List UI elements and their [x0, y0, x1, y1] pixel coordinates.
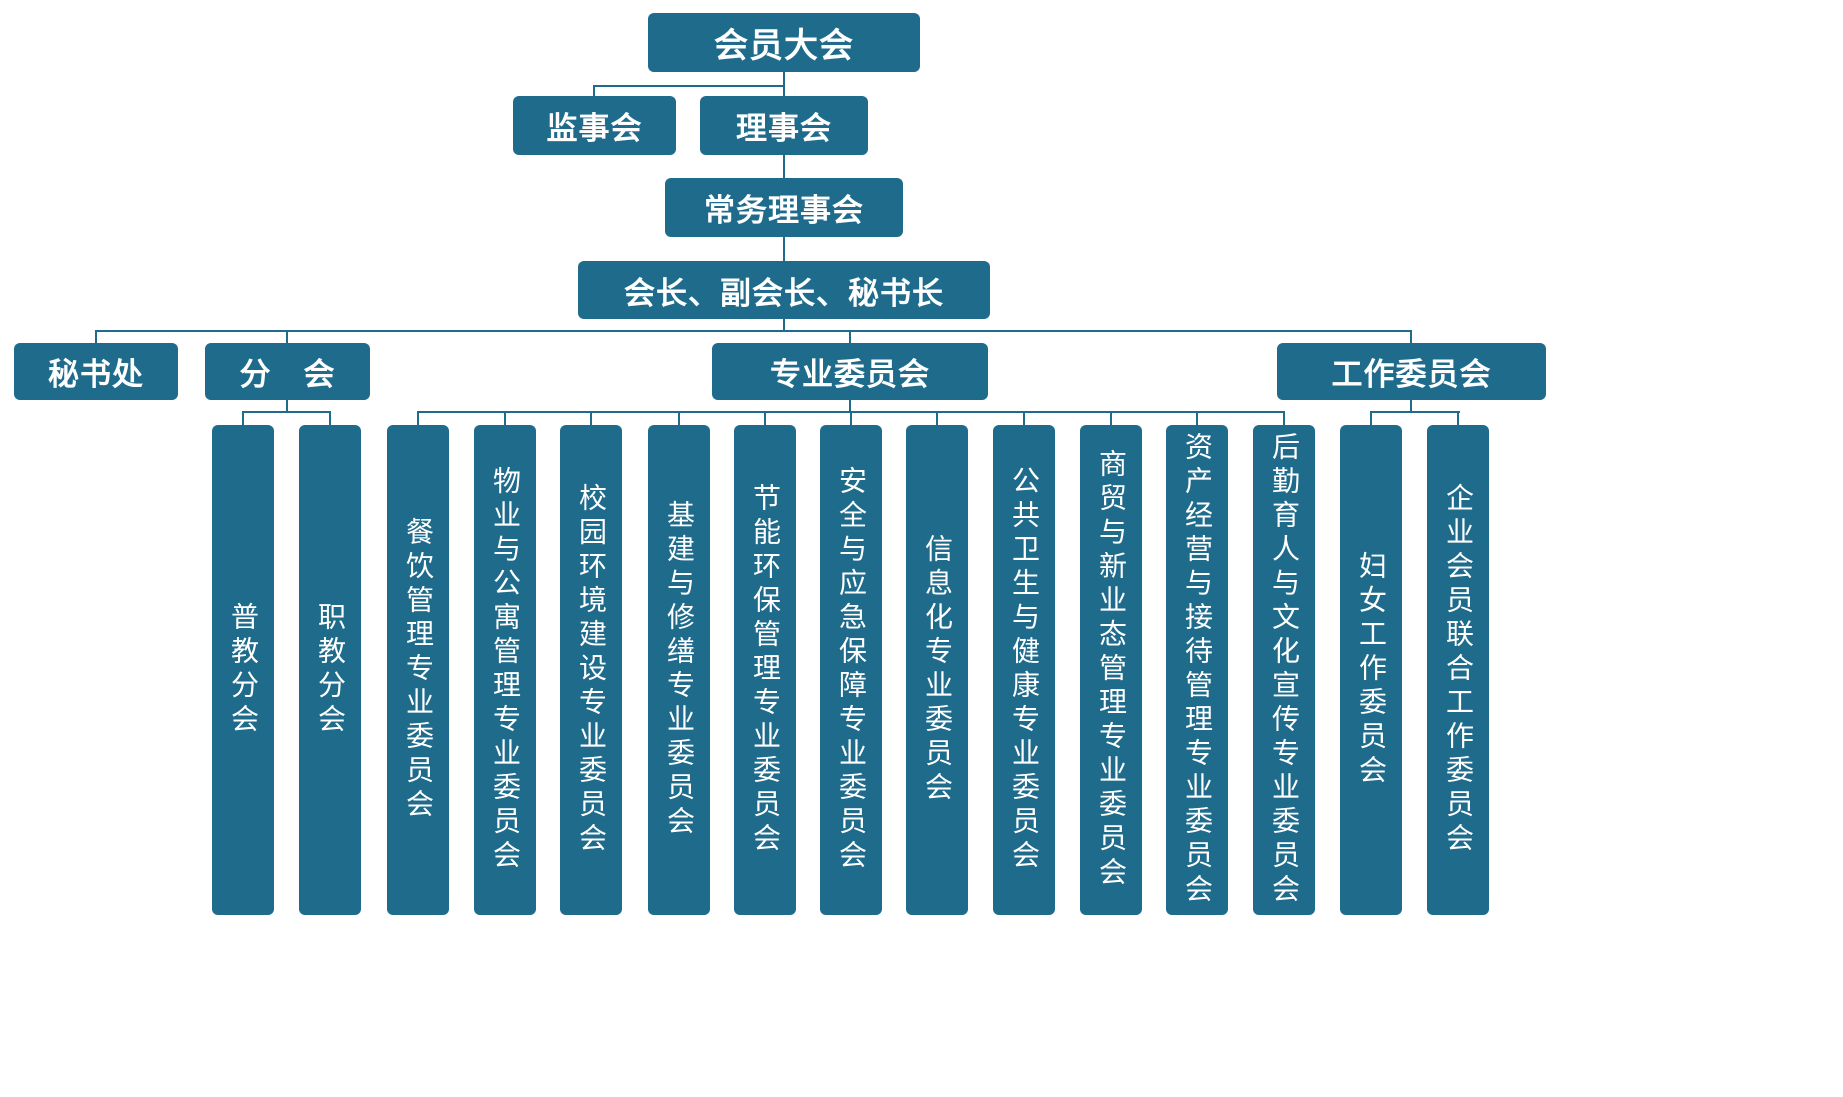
- column-professional-11-label: 后勤育人与文化宣传专业委员会: [1269, 432, 1300, 908]
- column-professional-1-label: 餐饮管理专业委员会: [403, 517, 434, 823]
- connector-branches-horizontal: [242, 411, 331, 413]
- column-branch-1-label: 普教分会: [228, 602, 259, 738]
- column-branch-2-label: 职教分会: [315, 602, 346, 738]
- node-council: 理事会: [700, 96, 868, 155]
- connector-leadership-down: [783, 319, 785, 331]
- column-professional-4-label: 基建与修缮专业委员会: [664, 500, 695, 840]
- column-working-2: 企业会员联合工作委员会: [1427, 425, 1489, 915]
- connector-prof-col6-drop: [850, 411, 852, 425]
- column-professional-7: 信息化专业委员会: [906, 425, 968, 915]
- connector-professional-drop: [849, 330, 851, 343]
- connector-professional-down: [849, 400, 851, 412]
- connector-working-col2-drop: [1457, 411, 1459, 425]
- column-professional-2-label: 物业与公寓管理专业委员会: [490, 466, 521, 874]
- column-professional-10: 资产经营与接待管理专业委员会: [1166, 425, 1228, 915]
- column-professional-9: 商贸与新业态管理专业委员会: [1080, 425, 1142, 915]
- connector-prof-col8-drop: [1023, 411, 1025, 425]
- column-professional-6: 安全与应急保障专业委员会: [820, 425, 882, 915]
- column-branch-2: 职教分会: [299, 425, 361, 915]
- connector-prof-col10-drop: [1196, 411, 1198, 425]
- connector-branches-drop: [286, 330, 288, 343]
- column-professional-3: 校园环境建设专业委员会: [560, 425, 622, 915]
- connector-prof-col3-drop: [590, 411, 592, 425]
- node-supervisory-board: 监事会: [513, 96, 676, 155]
- connector-prof-col9-drop: [1110, 411, 1112, 425]
- connector-prof-col2-drop: [504, 411, 506, 425]
- column-professional-9-label: 商贸与新业态管理专业委员会: [1096, 449, 1127, 891]
- column-working-2-label: 企业会员联合工作委员会: [1443, 483, 1474, 857]
- node-secretariat: 秘书处: [14, 343, 178, 400]
- column-working-1: 妇女工作委员会: [1340, 425, 1402, 915]
- connector-prof-col4-drop: [678, 411, 680, 425]
- column-professional-2: 物业与公寓管理专业委员会: [474, 425, 536, 915]
- connector-main-horizontal: [95, 330, 1412, 332]
- connector-working-horizontal: [1370, 411, 1460, 413]
- node-general-assembly: 会员大会: [648, 13, 920, 72]
- node-working-committees: 工作委员会: [1277, 343, 1546, 400]
- column-professional-5: 节能环保管理专业委员会: [734, 425, 796, 915]
- node-branches: 分 会: [205, 343, 370, 400]
- column-professional-10-label: 资产经营与接待管理专业委员会: [1182, 432, 1213, 908]
- connector-root-horizontal: [593, 85, 785, 87]
- column-professional-8: 公共卫生与健康专业委员会: [993, 425, 1055, 915]
- connector-prof-col5-drop: [764, 411, 766, 425]
- connector-branches-down: [286, 400, 288, 413]
- connector-council-standing: [783, 155, 785, 178]
- node-professional-committees: 专业委员会: [712, 343, 988, 400]
- column-professional-5-label: 节能环保管理专业委员会: [750, 483, 781, 857]
- connector-prof-col7-drop: [936, 411, 938, 425]
- node-leadership: 会长、副会长、秘书长: [578, 261, 990, 319]
- column-professional-11: 后勤育人与文化宣传专业委员会: [1253, 425, 1315, 915]
- connector-working-col1-drop: [1370, 411, 1372, 425]
- column-professional-4: 基建与修缮专业委员会: [648, 425, 710, 915]
- connector-root-down: [783, 72, 785, 97]
- column-professional-3-label: 校园环境建设专业委员会: [576, 483, 607, 857]
- connector-working-drop: [1410, 330, 1412, 343]
- column-branch-1: 普教分会: [212, 425, 274, 915]
- column-working-1-label: 妇女工作委员会: [1356, 551, 1387, 789]
- connector-standing-leadership: [783, 237, 785, 261]
- column-professional-6-label: 安全与应急保障专业委员会: [836, 466, 867, 874]
- connector-branch-col1-drop: [242, 411, 244, 425]
- connector-prof-col11-drop: [1283, 411, 1285, 425]
- column-professional-8-label: 公共卫生与健康专业委员会: [1009, 466, 1040, 874]
- connector-working-down: [1410, 400, 1412, 412]
- connector-secretariat-drop: [95, 330, 97, 343]
- column-professional-7-label: 信息化专业委员会: [922, 534, 953, 806]
- connector-branch-col2-drop: [329, 411, 331, 425]
- connector-supervisory-drop: [593, 85, 595, 96]
- column-professional-1: 餐饮管理专业委员会: [387, 425, 449, 915]
- node-standing-council: 常务理事会: [665, 178, 903, 237]
- connector-prof-col1-drop: [417, 411, 419, 425]
